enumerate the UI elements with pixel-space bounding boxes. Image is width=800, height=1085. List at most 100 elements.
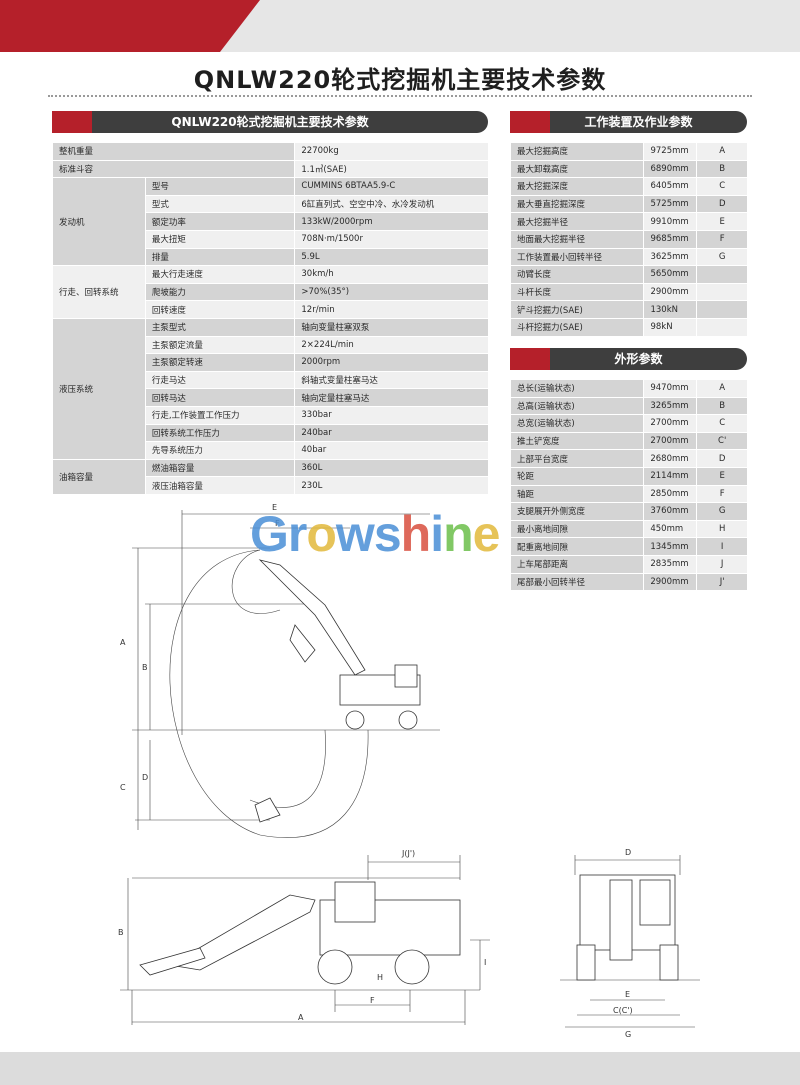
spec-value: 98kN: [643, 317, 698, 337]
spec-value: 3265mm: [643, 396, 698, 416]
spec-key: 回转马达: [144, 388, 296, 407]
spec-value: 133kW/2000rpm: [294, 212, 489, 231]
spec-key: 主泵额定流量: [144, 335, 296, 355]
spec-key: 斗杆挖掘力(SAE): [509, 317, 645, 337]
work-section-header: 工作装置及作业参数: [510, 111, 747, 133]
left-section-title: QNLW220轮式挖掘机主要技术参数: [171, 115, 369, 129]
spec-key: 推土铲宽度: [509, 431, 645, 451]
spec-key: 行走,工作装置工作压力: [144, 405, 296, 425]
table-row: 爬坡能力 >70%(35°): [53, 282, 489, 302]
spec-code: A: [696, 142, 748, 161]
section-accent: [510, 348, 550, 370]
spec-code: D: [696, 194, 748, 214]
section-accent: [52, 111, 92, 133]
table-row: 液压油箱容量 230L: [53, 476, 489, 495]
dim-label-g: G: [625, 1030, 631, 1039]
spec-value: 360L: [294, 458, 489, 478]
watermark-part-1: G: [250, 506, 289, 562]
spec-code: B: [696, 396, 748, 416]
spec-key: 主泵额定转速: [144, 353, 296, 372]
spec-value: 2700mm: [643, 431, 698, 451]
spec-key: 最大挖掘深度: [509, 177, 645, 196]
spec-key: 总宽(运输状态): [509, 414, 645, 433]
spec-value: 2835mm: [643, 554, 698, 574]
spec-key: 尾部最小回转半径: [509, 572, 645, 592]
spec-key: 型号: [144, 177, 296, 196]
spec-code: J: [696, 554, 748, 574]
spec-value: 轴向变量柱塞双泵: [294, 317, 489, 337]
spec-value: 5650mm: [643, 265, 698, 284]
table-row: 回转速度 12r/min: [53, 300, 489, 319]
spec-value: 9470mm: [643, 379, 698, 398]
table-row: 发动机 型号 CUMMINS 6BTAA5.9-C: [52, 177, 489, 267]
watermark-part-6: h: [400, 506, 432, 562]
spec-key: 斗杆长度: [509, 282, 645, 302]
spec-value: 330bar: [294, 405, 489, 425]
dim-section-title: 外形参数: [614, 352, 663, 366]
spec-value: 230L: [294, 476, 489, 495]
table-row: 回转马达 轴向定量柱塞马达: [53, 388, 489, 407]
page-title: QNLW220轮式挖掘机主要技术参数: [193, 66, 607, 94]
spec-value: 9910mm: [643, 212, 698, 231]
working-range-diagram: E F A B C D: [120, 503, 440, 838]
spec-key: 回转速度: [144, 300, 296, 319]
spec-key: 最大行走速度: [144, 265, 296, 284]
spec-value: 1.1㎥(SAE): [294, 159, 489, 179]
table-row: 整机重量 22700kg: [51, 142, 489, 161]
dim-label-i: I: [484, 958, 486, 967]
spec-key: 先导系统压力: [144, 441, 296, 460]
spec-key: 行走马达: [144, 370, 296, 390]
spec-code: C: [696, 414, 748, 433]
spec-code: [696, 317, 748, 337]
dim-label-front-d: D: [625, 848, 631, 857]
spec-key: 爬坡能力: [144, 282, 296, 302]
dim-label-side-a: A: [298, 1013, 304, 1022]
table-row: 额定功率 133kW/2000rpm: [53, 212, 489, 231]
spec-key: 额定功率: [144, 212, 296, 231]
spec-key: 最大扭矩: [144, 229, 296, 249]
top-banner-accent-tip: [220, 0, 260, 52]
spec-key: 标准斗容: [51, 159, 296, 179]
bottom-banner: [0, 1052, 800, 1085]
spec-code: J': [696, 572, 748, 592]
title-divider: [48, 95, 752, 97]
table-row: 斗杆挖掘力(SAE)98kN: [509, 317, 748, 337]
dim-section-header: 外形参数: [510, 348, 747, 370]
spec-code: G: [696, 247, 748, 267]
watermark: Growshine: [250, 505, 500, 563]
main-spec-table: 整机重量 22700kg 标准斗容 1.1㎥(SAE) 发动机 型号 CUMMI…: [51, 142, 489, 495]
spec-value: 3625mm: [643, 247, 698, 267]
spec-key: 支腿展开外侧宽度: [509, 502, 645, 521]
table-row: 行走,工作装置工作压力 330bar: [53, 405, 489, 425]
dim-label-front-e: E: [625, 990, 630, 999]
spec-value: 2700mm: [643, 414, 698, 433]
dim-label-d: D: [142, 773, 148, 782]
table-row: 铲斗挖掘力(SAE)130kN: [509, 300, 748, 319]
spec-key: 上部平台宽度: [509, 449, 645, 468]
watermark-part-8: n: [443, 506, 474, 562]
watermark-part-4: w: [335, 506, 375, 562]
spec-code: [696, 300, 748, 319]
side-view-diagram: J(J') B I H F A: [118, 849, 490, 1025]
spec-code: B: [696, 159, 748, 179]
table-row: 主泵额定流量 2×224L/min: [53, 335, 489, 355]
spec-value: CUMMINS 6BTAA5.9-C: [294, 177, 489, 196]
table-row: 行走、回转系统 最大行走速度 30km/h: [52, 265, 489, 319]
spec-value: >70%(35°): [294, 282, 489, 302]
watermark-part-3: o: [306, 506, 337, 562]
spec-value: 6890mm: [643, 159, 698, 179]
spec-value: 12r/min: [294, 300, 489, 319]
